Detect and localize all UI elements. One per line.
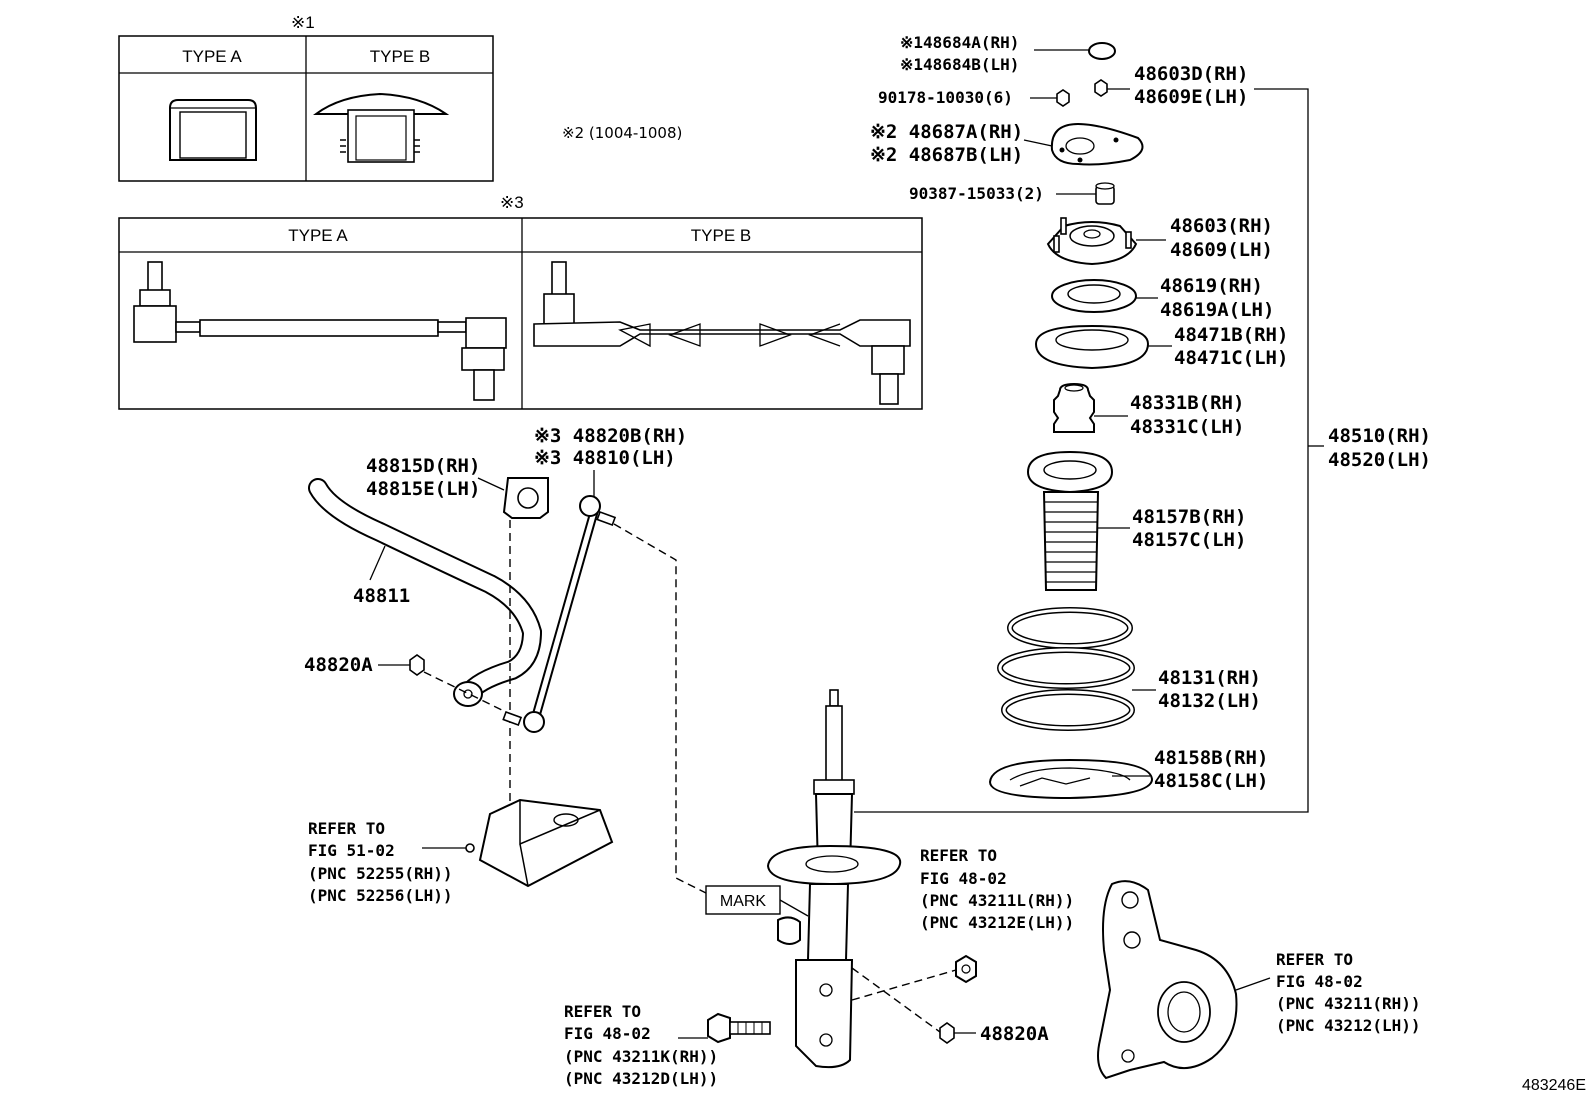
cap-type-b-illustration (312, 92, 450, 163)
label-90178: 90178-10030(6) (878, 88, 1013, 107)
label-48471b: 48471B(RH) (1174, 324, 1288, 346)
label-48510: 48510(RH) (1328, 425, 1431, 447)
label-48815e: 48815E(LH) (366, 478, 480, 500)
ref-fig51-line3: (PNC 52255(RH)) (308, 864, 453, 883)
dust-cap-48684 (1088, 42, 1116, 60)
label-48132: 48132(LH) (1158, 690, 1261, 712)
label-48619: 48619(RH) (1160, 275, 1263, 297)
label-48820b: ※3 48820B(RH) (534, 425, 687, 447)
table-1-type-a-header: TYPE A (182, 47, 242, 66)
table-1-mark: ※1 (291, 13, 315, 32)
label-48687a: ※2 48687A(RH) (870, 121, 1023, 143)
cap-type-a-illustration (169, 99, 257, 161)
stabilizer-bar-48811 (308, 478, 543, 707)
lower-insulator-48158 (988, 758, 1154, 800)
ref-bolt-line3: (PNC 43211K(RH)) (564, 1047, 718, 1066)
label-48619a: 48619A(LH) (1160, 299, 1274, 321)
note-2-date-range: ※2 (1004-1008) (562, 124, 682, 142)
nut-48603d (1094, 79, 1108, 97)
bump-stopper-48331 (1053, 382, 1095, 433)
strut-bolt (707, 1012, 771, 1044)
mark-callout: MARK (705, 885, 809, 917)
ref-bolt-line2: FIG 48-02 (564, 1024, 651, 1043)
stabilizer-bushing-48815 (502, 477, 549, 519)
table-note-3: ※3 TYPE A TYPE B (118, 193, 923, 410)
table-3-type-b-header: TYPE B (691, 226, 751, 245)
stabilizer-link-48820b (502, 495, 617, 733)
label-48158c: 48158C(LH) (1154, 770, 1268, 792)
lower-arm-bracket (465, 798, 614, 888)
label-48157b: 48157B(RH) (1132, 506, 1246, 528)
label-48810: ※3 48810(LH) (534, 447, 676, 469)
upper-support-48603 (1046, 217, 1138, 266)
spring-seat-48471 (1034, 324, 1150, 370)
ref-fig51-line1: REFER TO (308, 819, 385, 838)
ref-bolt-line4: (PNC 43212D(LH)) (564, 1069, 718, 1088)
label-48609e: 48609E(LH) (1134, 86, 1248, 108)
label-48684a: ※148684A(RH) (900, 33, 1019, 52)
label-48157c: 48157C(LH) (1132, 529, 1246, 551)
label-48603: 48603(RH) (1170, 215, 1273, 237)
coil-spring-48131 (997, 607, 1135, 731)
table-3-mark: ※3 (500, 193, 524, 212)
ref-strut-line2: FIG 48-02 (920, 869, 1007, 888)
nut-90178 (1056, 89, 1070, 107)
label-48158b: 48158B(RH) (1154, 747, 1268, 769)
label-48471c: 48471C(LH) (1174, 347, 1288, 369)
label-48811: 48811 (353, 585, 410, 607)
shock-absorber (766, 689, 902, 1069)
label-48815d: 48815D(RH) (366, 455, 480, 477)
nut-48820a-right (939, 1022, 955, 1044)
ref-fig51-line2: FIG 51-02 (308, 841, 395, 860)
ref-bolt-line1: REFER TO (564, 1002, 641, 1021)
dust-boot-48157 (1026, 450, 1114, 591)
label-48820a-left: 48820A (304, 654, 373, 676)
strut-bolt-nut (955, 954, 977, 984)
table-note-1: ※1 TYPE A TYPE B (118, 13, 494, 182)
ref-fig51-line4: (PNC 52256(LH)) (308, 886, 453, 905)
label-48131: 48131(RH) (1158, 667, 1261, 689)
label-48687b: ※2 48687B(LH) (870, 144, 1023, 166)
ref-knuckle-line1: REFER TO (1276, 950, 1353, 969)
illustration-code: 483246E (1522, 1077, 1586, 1094)
steering-knuckle (1097, 880, 1238, 1080)
ref-knuckle-line2: FIG 48-02 (1276, 972, 1363, 991)
label-48603d: 48603D(RH) (1134, 63, 1248, 85)
ref-strut-line4: (PNC 43212E(LH)) (920, 913, 1074, 932)
link-type-a-illustration (133, 261, 507, 401)
label-90387: 90387-15033(2) (909, 184, 1044, 203)
label-48520: 48520(LH) (1328, 449, 1431, 471)
label-48820a-right: 48820A (980, 1023, 1049, 1045)
plate-48687 (1050, 122, 1144, 166)
collar-90387 (1095, 182, 1115, 205)
label-48609: 48609(LH) (1170, 239, 1273, 261)
nut-48820a-left (409, 654, 425, 676)
table-1-type-b-header: TYPE B (370, 47, 430, 66)
label-48331c: 48331C(LH) (1130, 416, 1244, 438)
bearing-48619 (1051, 279, 1137, 313)
ref-knuckle-line3: (PNC 43211(RH)) (1276, 994, 1421, 1013)
ref-strut-line3: (PNC 43211L(RH)) (920, 891, 1074, 910)
label-48684b: ※148684B(LH) (900, 55, 1019, 74)
label-48331b: 48331B(RH) (1130, 392, 1244, 414)
ref-strut-line1: REFER TO (920, 846, 997, 865)
ref-knuckle-line4: (PNC 43212(LH)) (1276, 1016, 1421, 1035)
table-3-type-a-header: TYPE A (288, 226, 348, 245)
link-type-b-illustration (533, 261, 911, 405)
mark-label: MARK (720, 893, 767, 910)
